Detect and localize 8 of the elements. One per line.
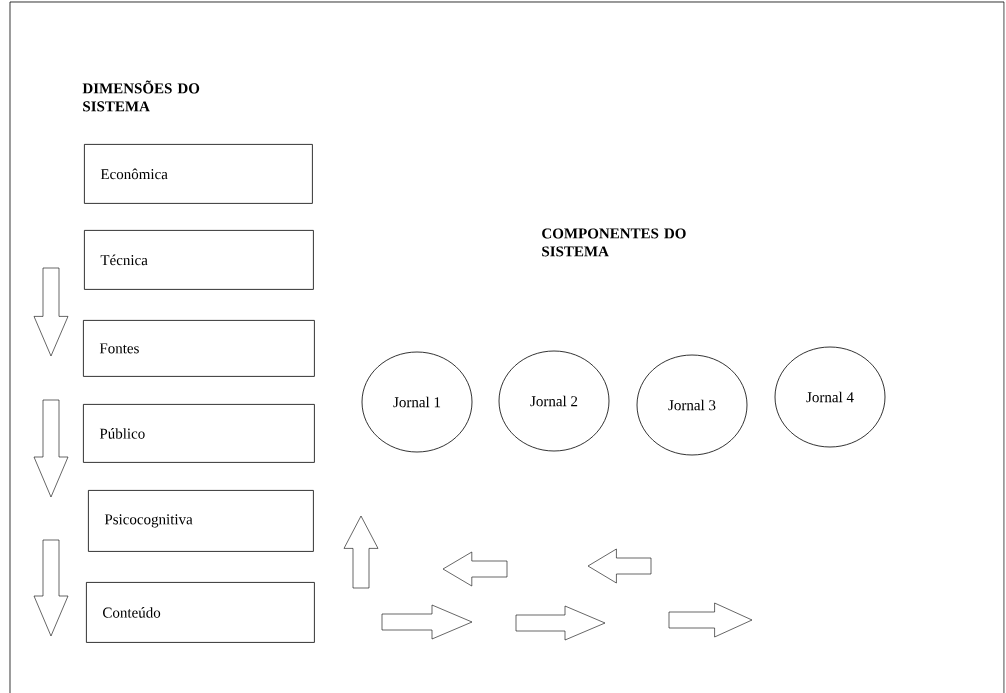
dimension-box: Econômica	[84, 144, 313, 204]
dimension-box: Psicocognitiva	[88, 490, 314, 552]
dimension-box: Conteúdo	[86, 582, 315, 643]
dimension-box: Técnica	[84, 230, 314, 290]
section-heading: DIMENSÕES DO SISTEMA	[82, 80, 200, 112]
dimension-box: Público	[83, 404, 315, 463]
dimension-box: Fontes	[83, 320, 315, 377]
section-heading: COMPONENTES DO SISTEMA	[542, 228, 686, 257]
